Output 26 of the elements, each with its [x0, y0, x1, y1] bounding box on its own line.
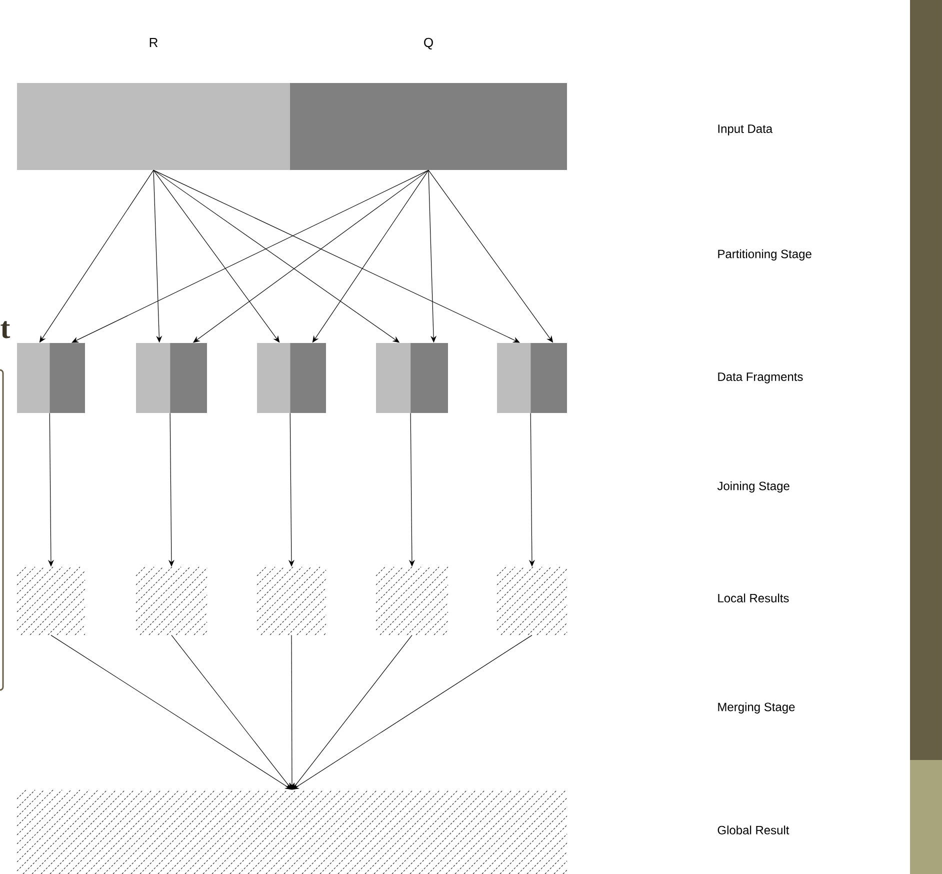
fragment-box — [376, 342, 448, 413]
arrow — [72, 170, 429, 343]
stage-label: Local Results — [718, 594, 789, 602]
stage-label: Input Data — [718, 124, 773, 136]
input-bar: R — [17, 38, 290, 170]
stage-label: Joining Stage — [717, 481, 790, 493]
stage-label: Merging Stage — [718, 702, 795, 714]
stage-label: Global Result — [718, 826, 790, 834]
fragment-box — [257, 342, 326, 413]
result-box — [256, 566, 326, 636]
fragment-box — [497, 342, 567, 413]
stage-label: Data Fragments — [718, 372, 803, 384]
stage-label: Partitioning Stage — [718, 249, 812, 261]
title-fragment: t — [0, 321, 10, 338]
result-box — [376, 566, 448, 636]
fragment-box — [17, 342, 85, 413]
fragment-box — [136, 342, 207, 413]
node-label: Q — [424, 38, 433, 50]
input-bar: Q — [290, 38, 567, 170]
arrow — [292, 634, 532, 790]
result-box — [16, 566, 86, 636]
result-box — [16, 790, 568, 874]
node-label: R — [150, 38, 158, 47]
arrow — [50, 634, 292, 790]
result-box — [496, 566, 568, 636]
result-box — [136, 566, 208, 636]
